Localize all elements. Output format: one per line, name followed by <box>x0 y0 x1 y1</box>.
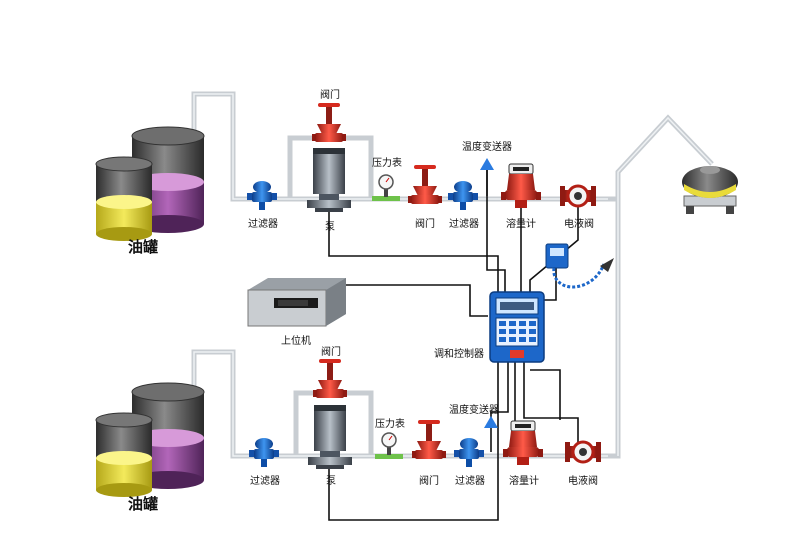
label-oil-tank-top: 油罐 <box>128 238 158 256</box>
label-gauge-bottom: 压力表 <box>375 417 405 430</box>
host-computer <box>247 278 346 327</box>
label-host: 上位机 <box>281 334 311 347</box>
pipe-bottom-main <box>191 349 608 459</box>
label-pump-top: 泵 <box>325 221 335 233</box>
level-sensor <box>545 243 614 289</box>
oil-tank-bottom <box>95 382 205 498</box>
label-temp-bottom: 温度变送器 <box>449 403 499 416</box>
labels: 油罐 油罐 过滤器 泵 阀门 压力表 阀门 过滤器 温度变送器 溶量计 电液阀 … <box>128 88 598 513</box>
valve-bottom-bypass <box>313 359 347 398</box>
valve-top-bypass <box>312 103 346 142</box>
solenoid-valve-bottom <box>563 440 603 464</box>
label-flow-bottom: 溶量计 <box>509 474 539 487</box>
wire-temp-top <box>486 170 506 293</box>
label-solenoid-bottom: 电液阀 <box>568 474 598 487</box>
pump-top <box>307 148 351 212</box>
valve-bottom <box>412 420 446 459</box>
label-oil-tank-bottom: 油罐 <box>128 495 158 513</box>
filter-bottom-2 <box>454 438 484 467</box>
pipe-riser <box>608 199 621 459</box>
filter-top-2 <box>448 181 478 210</box>
wire-valve-bottom <box>523 362 579 456</box>
wire-temp-bottom <box>490 362 509 428</box>
label-pump-bottom: 泵 <box>326 475 336 487</box>
valve-top <box>408 165 442 204</box>
label-gauge-top: 压力表 <box>372 156 402 169</box>
pipe-network <box>191 91 714 459</box>
filter-bottom-1 <box>249 438 279 467</box>
label-valve-bottom-bypass: 阀门 <box>321 345 341 358</box>
label-controller: 调和控制器 <box>434 347 484 360</box>
label-filter-top-1: 过滤器 <box>248 217 278 230</box>
label-valve-bottom: 阀门 <box>419 474 439 487</box>
pressure-gauge-bottom <box>374 432 404 460</box>
label-valve-top: 阀门 <box>415 217 435 230</box>
blend-controller <box>489 291 545 363</box>
filter-top-1 <box>247 181 277 210</box>
tank-truck <box>682 166 738 214</box>
label-flow-top: 溶量计 <box>506 217 536 230</box>
wire-pump-top <box>328 199 499 293</box>
temp-transmitter-bottom-icon <box>484 416 498 452</box>
label-filter-bottom-2: 过滤器 <box>455 474 485 487</box>
label-temp-top: 温度变送器 <box>462 140 512 153</box>
pressure-gauge-top <box>371 174 401 202</box>
wire-ctl-right <box>530 369 561 420</box>
oil-tank-top <box>95 126 205 242</box>
solenoid-valve-top <box>558 184 598 208</box>
wire-pump-bottom <box>328 362 499 521</box>
label-solenoid-top: 电液阀 <box>564 217 594 230</box>
temp-transmitter-top-icon <box>480 158 494 196</box>
label-filter-top-2: 过滤器 <box>449 217 479 230</box>
pump-bottom <box>308 405 352 469</box>
wire-sensor <box>544 268 557 301</box>
label-filter-bottom-1: 过滤器 <box>250 474 280 487</box>
label-valve-top-bypass: 阀门 <box>320 88 340 101</box>
wire-host <box>346 284 488 317</box>
